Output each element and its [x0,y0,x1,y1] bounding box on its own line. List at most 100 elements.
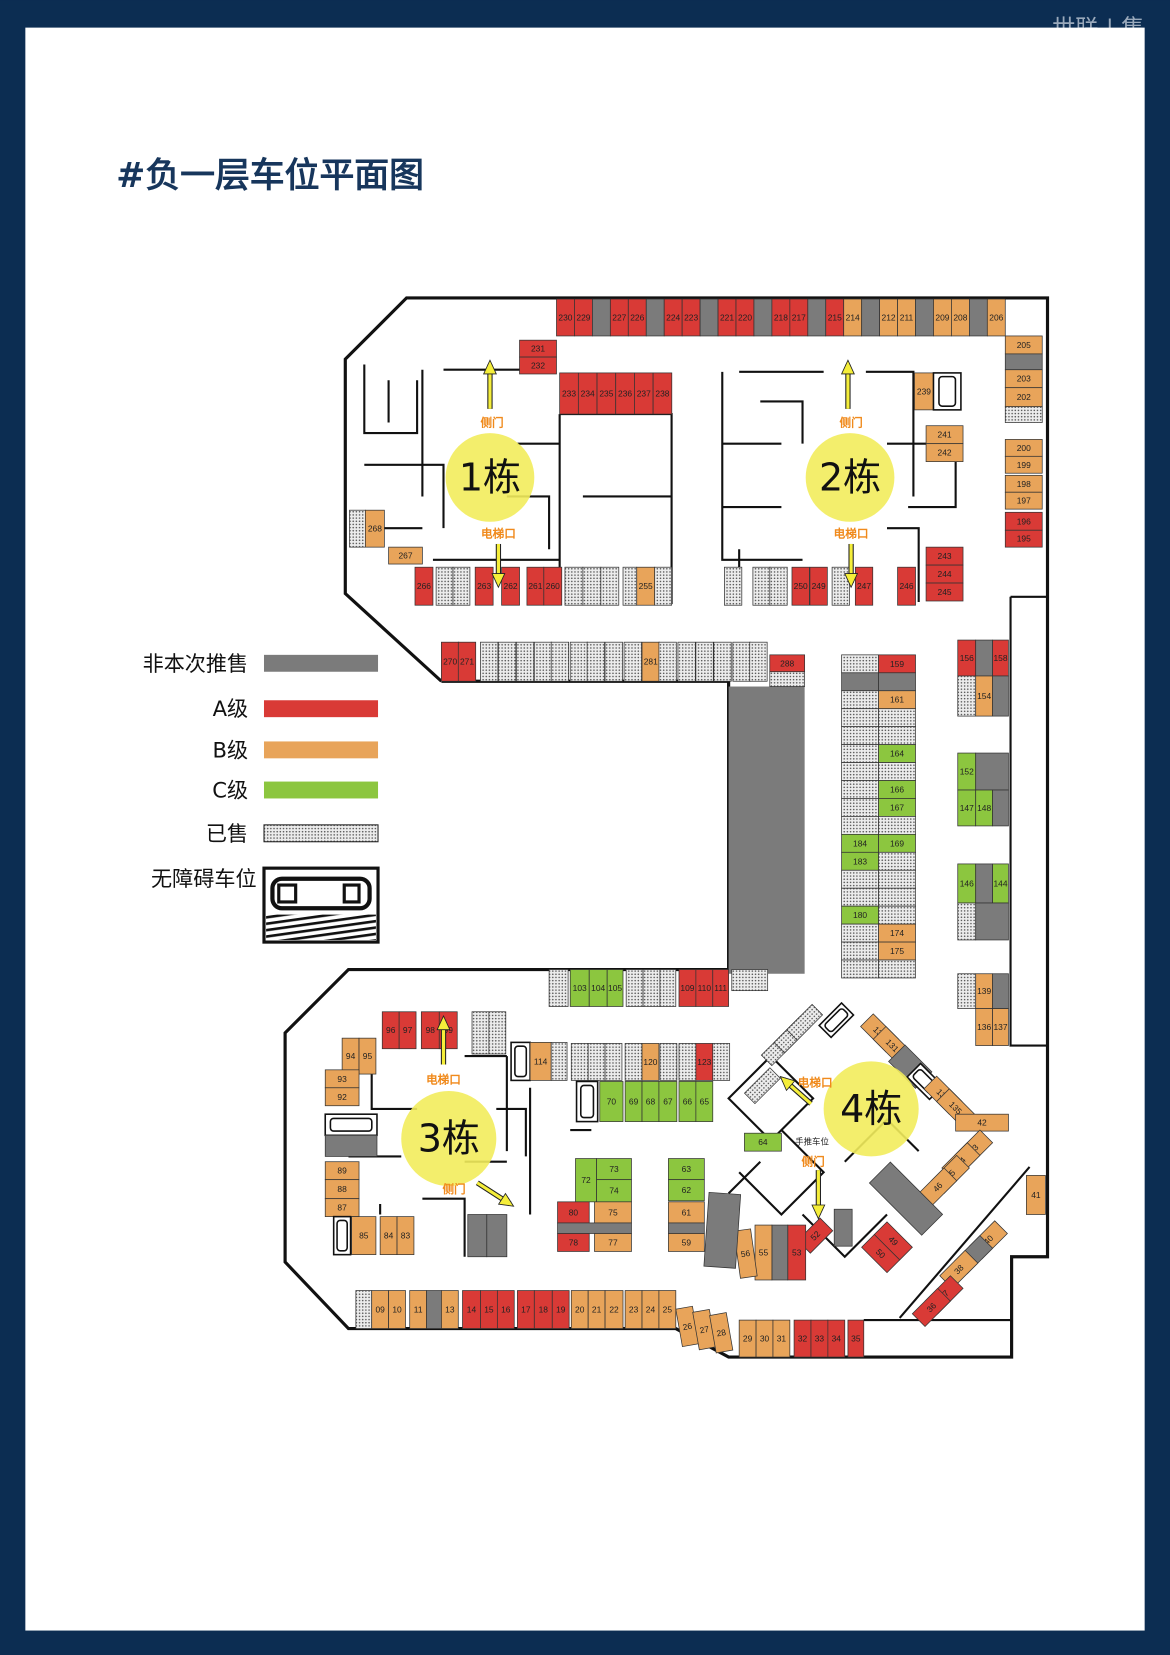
parking-space[interactable]: 152 [957,752,977,791]
parking-space[interactable]: 227 [609,298,629,337]
parking-space[interactable] [915,298,934,337]
parking-space[interactable] [642,969,661,1007]
parking-space[interactable]: 97 [398,1011,417,1050]
parking-space[interactable]: 15 [480,1290,498,1329]
parking-space[interactable]: 167 [878,798,916,817]
parking-space[interactable]: 159 [878,654,916,674]
parking-space[interactable] [498,641,517,682]
parking-space[interactable] [769,566,788,606]
parking-space[interactable] [841,654,879,674]
parking-space[interactable]: 110 [695,969,714,1007]
parking-space[interactable] [841,923,879,943]
parking-space[interactable]: 94 [341,1037,360,1075]
parking-space[interactable]: 236 [615,372,635,415]
parking-space[interactable]: 73 [596,1158,632,1181]
parking-space[interactable] [831,566,850,606]
parking-space[interactable]: 270 [441,641,460,682]
parking-space[interactable]: 69 [624,1081,643,1122]
parking-space[interactable]: 156 [957,639,977,677]
parking-space[interactable]: 169 [878,833,916,853]
parking-space[interactable] [486,1214,508,1258]
parking-space[interactable]: 220 [735,298,755,337]
parking-space[interactable]: 70 [599,1081,624,1122]
parking-space[interactable]: 266 [414,566,434,606]
parking-space[interactable] [878,851,916,871]
parking-space[interactable]: 212 [879,298,898,337]
parking-space[interactable] [731,969,769,992]
parking-space[interactable]: 198 [1004,474,1043,493]
parking-space[interactable] [587,1043,606,1081]
parking-space[interactable]: 234 [577,372,598,415]
parking-space[interactable]: 231 [519,339,557,358]
parking-space[interactable]: 288 [769,654,806,673]
parking-space[interactable]: 85 [351,1216,377,1256]
parking-space[interactable]: 10 [388,1290,406,1329]
parking-space[interactable]: 262 [501,566,520,606]
parking-space[interactable] [968,298,988,337]
parking-space[interactable] [724,566,743,606]
parking-space[interactable] [841,708,879,728]
parking-space[interactable] [488,1011,507,1055]
parking-space[interactable]: 199 [1004,455,1043,474]
parking-space[interactable] [452,566,471,606]
parking-space[interactable] [654,566,672,606]
parking-space[interactable]: 104 [588,969,608,1007]
parking-space[interactable]: 09 [371,1290,389,1329]
parking-space[interactable]: 148 [975,789,993,827]
parking-space[interactable]: 11 [409,1290,427,1329]
parking-space[interactable]: 93 [324,1069,360,1089]
parking-space[interactable] [786,1003,824,1041]
parking-space[interactable] [957,902,977,941]
parking-space[interactable]: 123 [695,1043,714,1081]
parking-space[interactable] [467,1214,488,1258]
parking-space[interactable]: 209 [933,298,952,337]
parking-space[interactable]: 35 [847,1319,865,1358]
parking-space[interactable] [569,641,589,682]
parking-space[interactable] [957,675,977,717]
parking-space[interactable]: 98 [420,1011,440,1050]
parking-space[interactable]: 205 [1004,335,1043,355]
parking-space[interactable] [878,887,916,907]
parking-space[interactable]: 223 [681,298,701,337]
parking-space[interactable]: 137 [992,1008,1009,1046]
parking-space[interactable]: 96 [381,1011,400,1050]
parking-space[interactable] [678,1043,697,1081]
parking-space[interactable]: 244 [925,564,964,584]
parking-space[interactable]: 75 [594,1201,632,1224]
parking-space[interactable]: 77 [594,1233,632,1252]
parking-space[interactable]: 245 [925,582,964,602]
parking-space[interactable]: 95 [358,1037,377,1075]
parking-space[interactable]: 247 [854,566,874,606]
parking-space[interactable] [659,1043,678,1081]
parking-space[interactable]: 208 [951,298,970,337]
parking-space[interactable]: 215 [825,298,845,337]
parking-space[interactable] [1004,353,1043,371]
parking-space[interactable]: 136 [975,1008,993,1046]
parking-space[interactable]: 20 [570,1290,589,1329]
accessible-parking-space[interactable] [324,1113,378,1137]
parking-space[interactable] [480,641,499,682]
parking-space[interactable]: 88 [324,1179,360,1200]
parking-space[interactable] [878,905,916,925]
parking-space[interactable]: 184 [841,833,879,853]
parking-space[interactable]: 61 [668,1201,705,1224]
parking-space[interactable]: 232 [519,356,557,375]
parking-space[interactable]: 50 [861,1234,901,1274]
parking-space[interactable] [975,752,1009,791]
parking-space[interactable]: 260 [543,566,563,606]
parking-space[interactable]: 183 [841,851,879,871]
parking-space[interactable]: 80 [557,1201,590,1224]
parking-space[interactable]: 268 [364,509,385,548]
parking-space[interactable] [771,1224,789,1281]
parking-space[interactable] [841,869,879,889]
parking-space[interactable]: 84 [379,1216,398,1256]
parking-space[interactable] [868,1161,944,1236]
parking-space[interactable] [753,298,773,337]
parking-space[interactable]: 114 [529,1042,552,1081]
parking-space[interactable] [878,708,916,728]
parking-space[interactable] [658,641,677,682]
parking-space[interactable] [743,1067,781,1105]
parking-space[interactable] [435,566,454,606]
parking-space[interactable]: 271 [457,641,477,682]
parking-space[interactable]: 203 [1004,369,1043,389]
